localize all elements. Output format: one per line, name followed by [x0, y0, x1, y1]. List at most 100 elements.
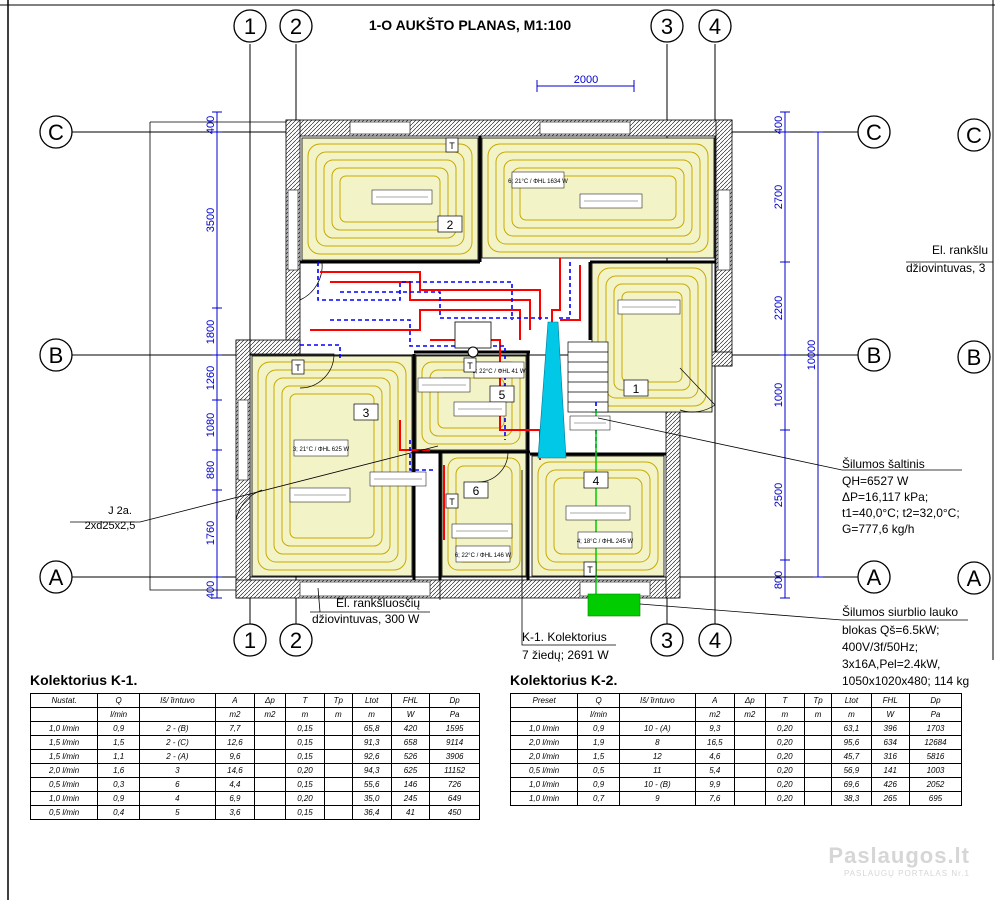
table-cell: m2 — [214, 707, 256, 722]
radiator-right-line-1: El. rankšlu — [932, 243, 988, 257]
table-cell: 63,1 — [831, 721, 872, 736]
table-cell: 12684 — [908, 735, 963, 750]
watermark-sub: PASLAUGŲ PORTALAS — [843, 869, 949, 878]
table-cell: Iš/ ĩrntuvo — [139, 693, 216, 708]
table-cell — [324, 763, 353, 778]
table-cell: 11152 — [429, 763, 480, 778]
collector-manifold — [537, 321, 567, 459]
table-cell: 0,9 — [97, 791, 141, 806]
table-cell: 2,0 l/min — [29, 763, 99, 778]
watermark: Paslaugos.lt PASLAUGŲ PORTALAS Nr.1 — [828, 843, 970, 878]
table-cell — [618, 707, 696, 722]
table-cell: 1,0 l/min — [509, 721, 579, 736]
table-cell: Δp — [733, 693, 766, 708]
table-cell: 6 — [139, 777, 216, 792]
table-cell: 2 - (B) — [139, 721, 216, 736]
table-cell: 1595 — [429, 721, 480, 736]
table-cell: Q — [97, 693, 141, 708]
heat-source-line-4: t1=40,0°C; t2=32,0°C; — [842, 506, 960, 520]
table-cell: 0,20 — [764, 791, 805, 806]
table-cell — [254, 777, 286, 792]
watermark-brand: Paslaugos.lt — [828, 843, 970, 868]
table-cell: 141 — [870, 763, 910, 778]
table-cell: 2 - (A) — [139, 749, 216, 764]
table-cell: 7,7 — [214, 721, 256, 736]
table-cell — [733, 735, 766, 750]
table-cell: 6,9 — [214, 791, 256, 806]
table-cell: 38,3 — [831, 791, 872, 806]
table-cell: 2,0 l/min — [509, 735, 579, 750]
table-cell: 634 — [870, 735, 910, 750]
table-cell: 2052 — [908, 777, 963, 792]
table-cell: 65,8 — [351, 721, 392, 736]
table-cell — [254, 735, 286, 750]
table-cell — [324, 791, 353, 806]
table-cell: 726 — [429, 777, 480, 792]
table-cell: 0,15 — [284, 777, 326, 792]
table-cell — [254, 763, 286, 778]
table-cell: l/min — [97, 707, 141, 722]
table-cell: 1,0 l/min — [509, 777, 579, 792]
dim-left-1800: 1800 — [205, 320, 217, 344]
dim-right-total: 10000 — [806, 340, 818, 371]
table-cell: 9 — [618, 791, 696, 806]
table-cell: 56,9 — [831, 763, 872, 778]
table-cell: 1,1 — [97, 749, 141, 764]
table-cell: 625 — [390, 763, 431, 778]
table-cell: 3,6 — [214, 805, 256, 820]
table-cell: 12,6 — [214, 735, 256, 750]
table-cell: 14,6 — [214, 763, 256, 778]
heatpump-line-4: 3x16A,Pel=2.4kW, — [842, 657, 940, 671]
table-cell: Dp — [908, 693, 963, 708]
table-cell: 9,6 — [214, 749, 256, 764]
heat-source-line-2: QH=6527 W — [842, 474, 909, 488]
axis-label-A-far: A — [967, 566, 982, 591]
table-cell: Tp — [803, 693, 833, 708]
table-cell — [803, 749, 833, 764]
room-number-2: 2 — [447, 218, 454, 232]
axis-label-B-left: B — [49, 343, 64, 368]
table-cell — [733, 791, 766, 806]
table-cell: 695 — [908, 791, 963, 806]
table-cell: Dp — [429, 693, 480, 708]
table-cell: 4 — [139, 791, 216, 806]
table-cell: 0,20 — [284, 791, 326, 806]
table-cell: 0,3 — [97, 777, 141, 792]
table-cell: 1003 — [908, 763, 963, 778]
axis-label-3-bottom: 3 — [661, 628, 673, 653]
pipe-note-2: 2xd25x2,5 — [85, 520, 136, 532]
table-cell: 12 — [618, 749, 696, 764]
table-cell: 0,5 — [577, 763, 620, 778]
table-cell: Ltot — [351, 693, 392, 708]
heatpump-line-1: Šilumos siurblio lauko — [842, 604, 958, 619]
table-cell: Preset — [509, 693, 579, 708]
axis-label-2-bottom: 2 — [290, 628, 302, 653]
table-cell: 0,5 l/min — [29, 777, 99, 792]
table-cell — [733, 749, 766, 764]
table-cell: 0,5 l/min — [29, 805, 99, 820]
axis-label-C-right: C — [866, 120, 882, 145]
table-cell: 526 — [390, 749, 431, 764]
table-cell: 16,5 — [694, 735, 735, 750]
table-cell — [29, 707, 99, 722]
room-number-4: 4 — [593, 474, 600, 488]
table-cell: 4,6 — [694, 749, 735, 764]
thermostat-room-4: T — [587, 565, 593, 575]
table-cell: 95,6 — [831, 735, 872, 750]
heatpump-line-5: 1050x1020x480; 114 kg — [842, 674, 969, 688]
table-cell: 11 — [618, 763, 696, 778]
zone-label-2: 6; 21°C / ΦHL 1634 W — [508, 179, 568, 185]
k1-table-title: Kolektorius K-1. — [30, 672, 138, 688]
table-cell: m — [803, 707, 833, 722]
table-cell: FHL — [870, 693, 910, 708]
table-cell: 69,6 — [831, 777, 872, 792]
table-cell: 5 — [139, 805, 216, 820]
